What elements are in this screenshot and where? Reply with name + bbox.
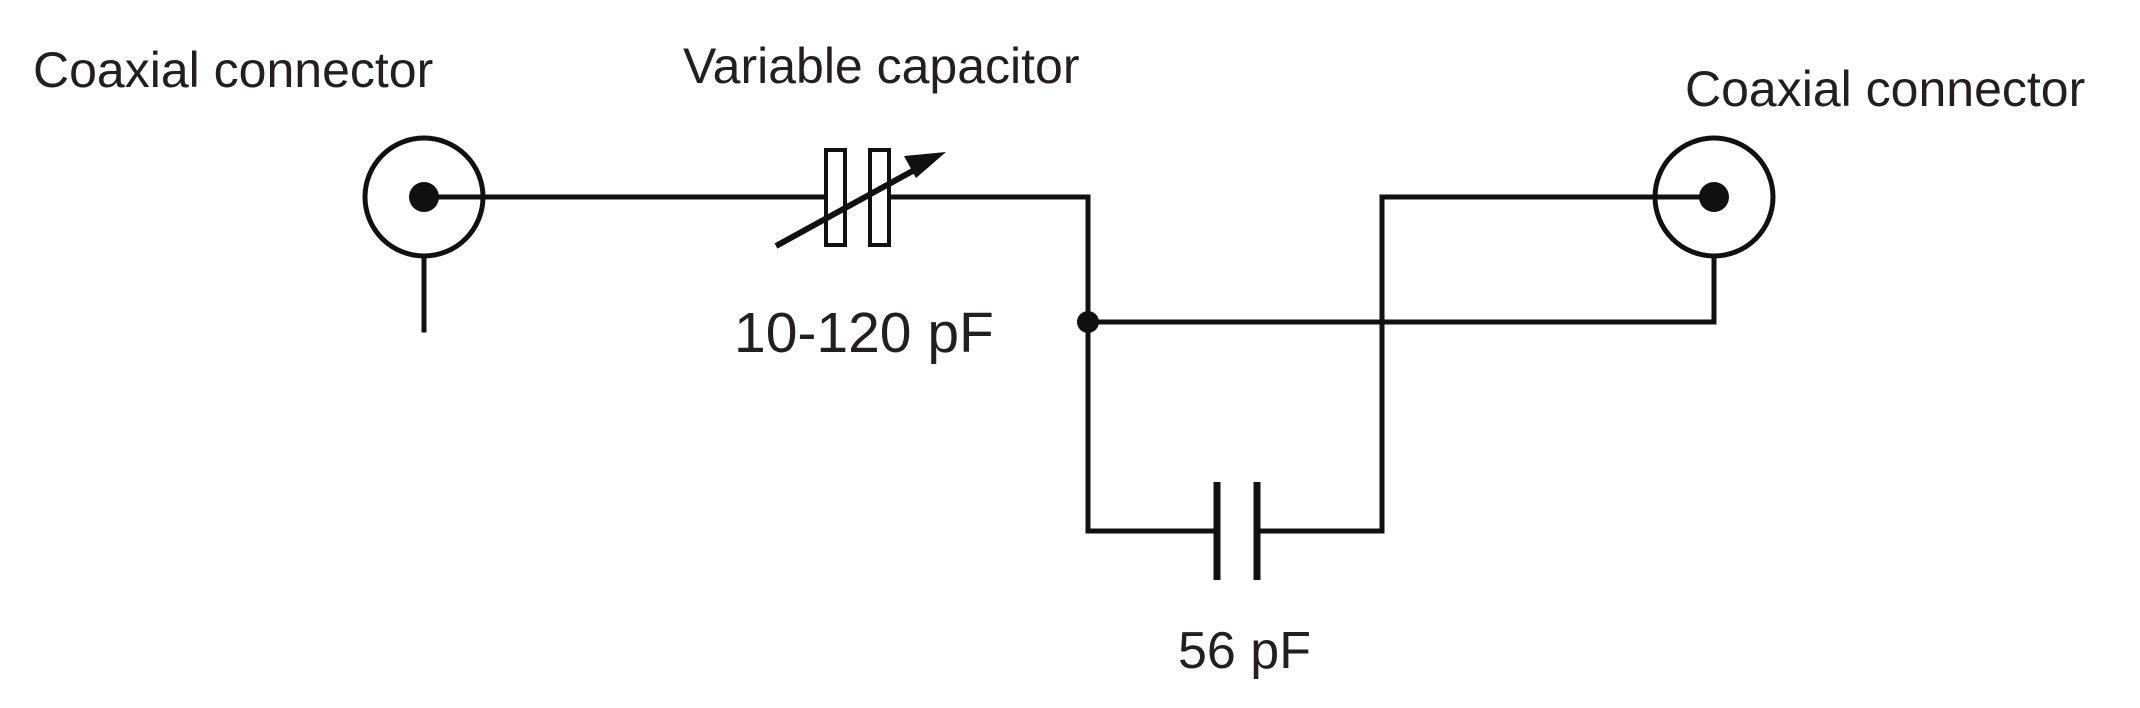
variable-capacitor-value-label: 10-120 pF	[734, 301, 994, 365]
left-coaxial-connector	[362, 135, 486, 333]
fixed-capacitor-symbol	[1213, 482, 1261, 580]
variable-capacitor-label: Variable capacitor	[683, 38, 1080, 94]
fixed-capacitor-value-label: 56 pF	[1178, 622, 1311, 680]
circuit-wires	[421, 194, 1717, 534]
right-connector-label: Coaxial connector	[1685, 61, 2085, 117]
left-connector-label: Coaxial connector	[33, 42, 433, 98]
junction-dot	[1077, 311, 1099, 333]
variable-capacitor-symbol	[774, 148, 946, 249]
